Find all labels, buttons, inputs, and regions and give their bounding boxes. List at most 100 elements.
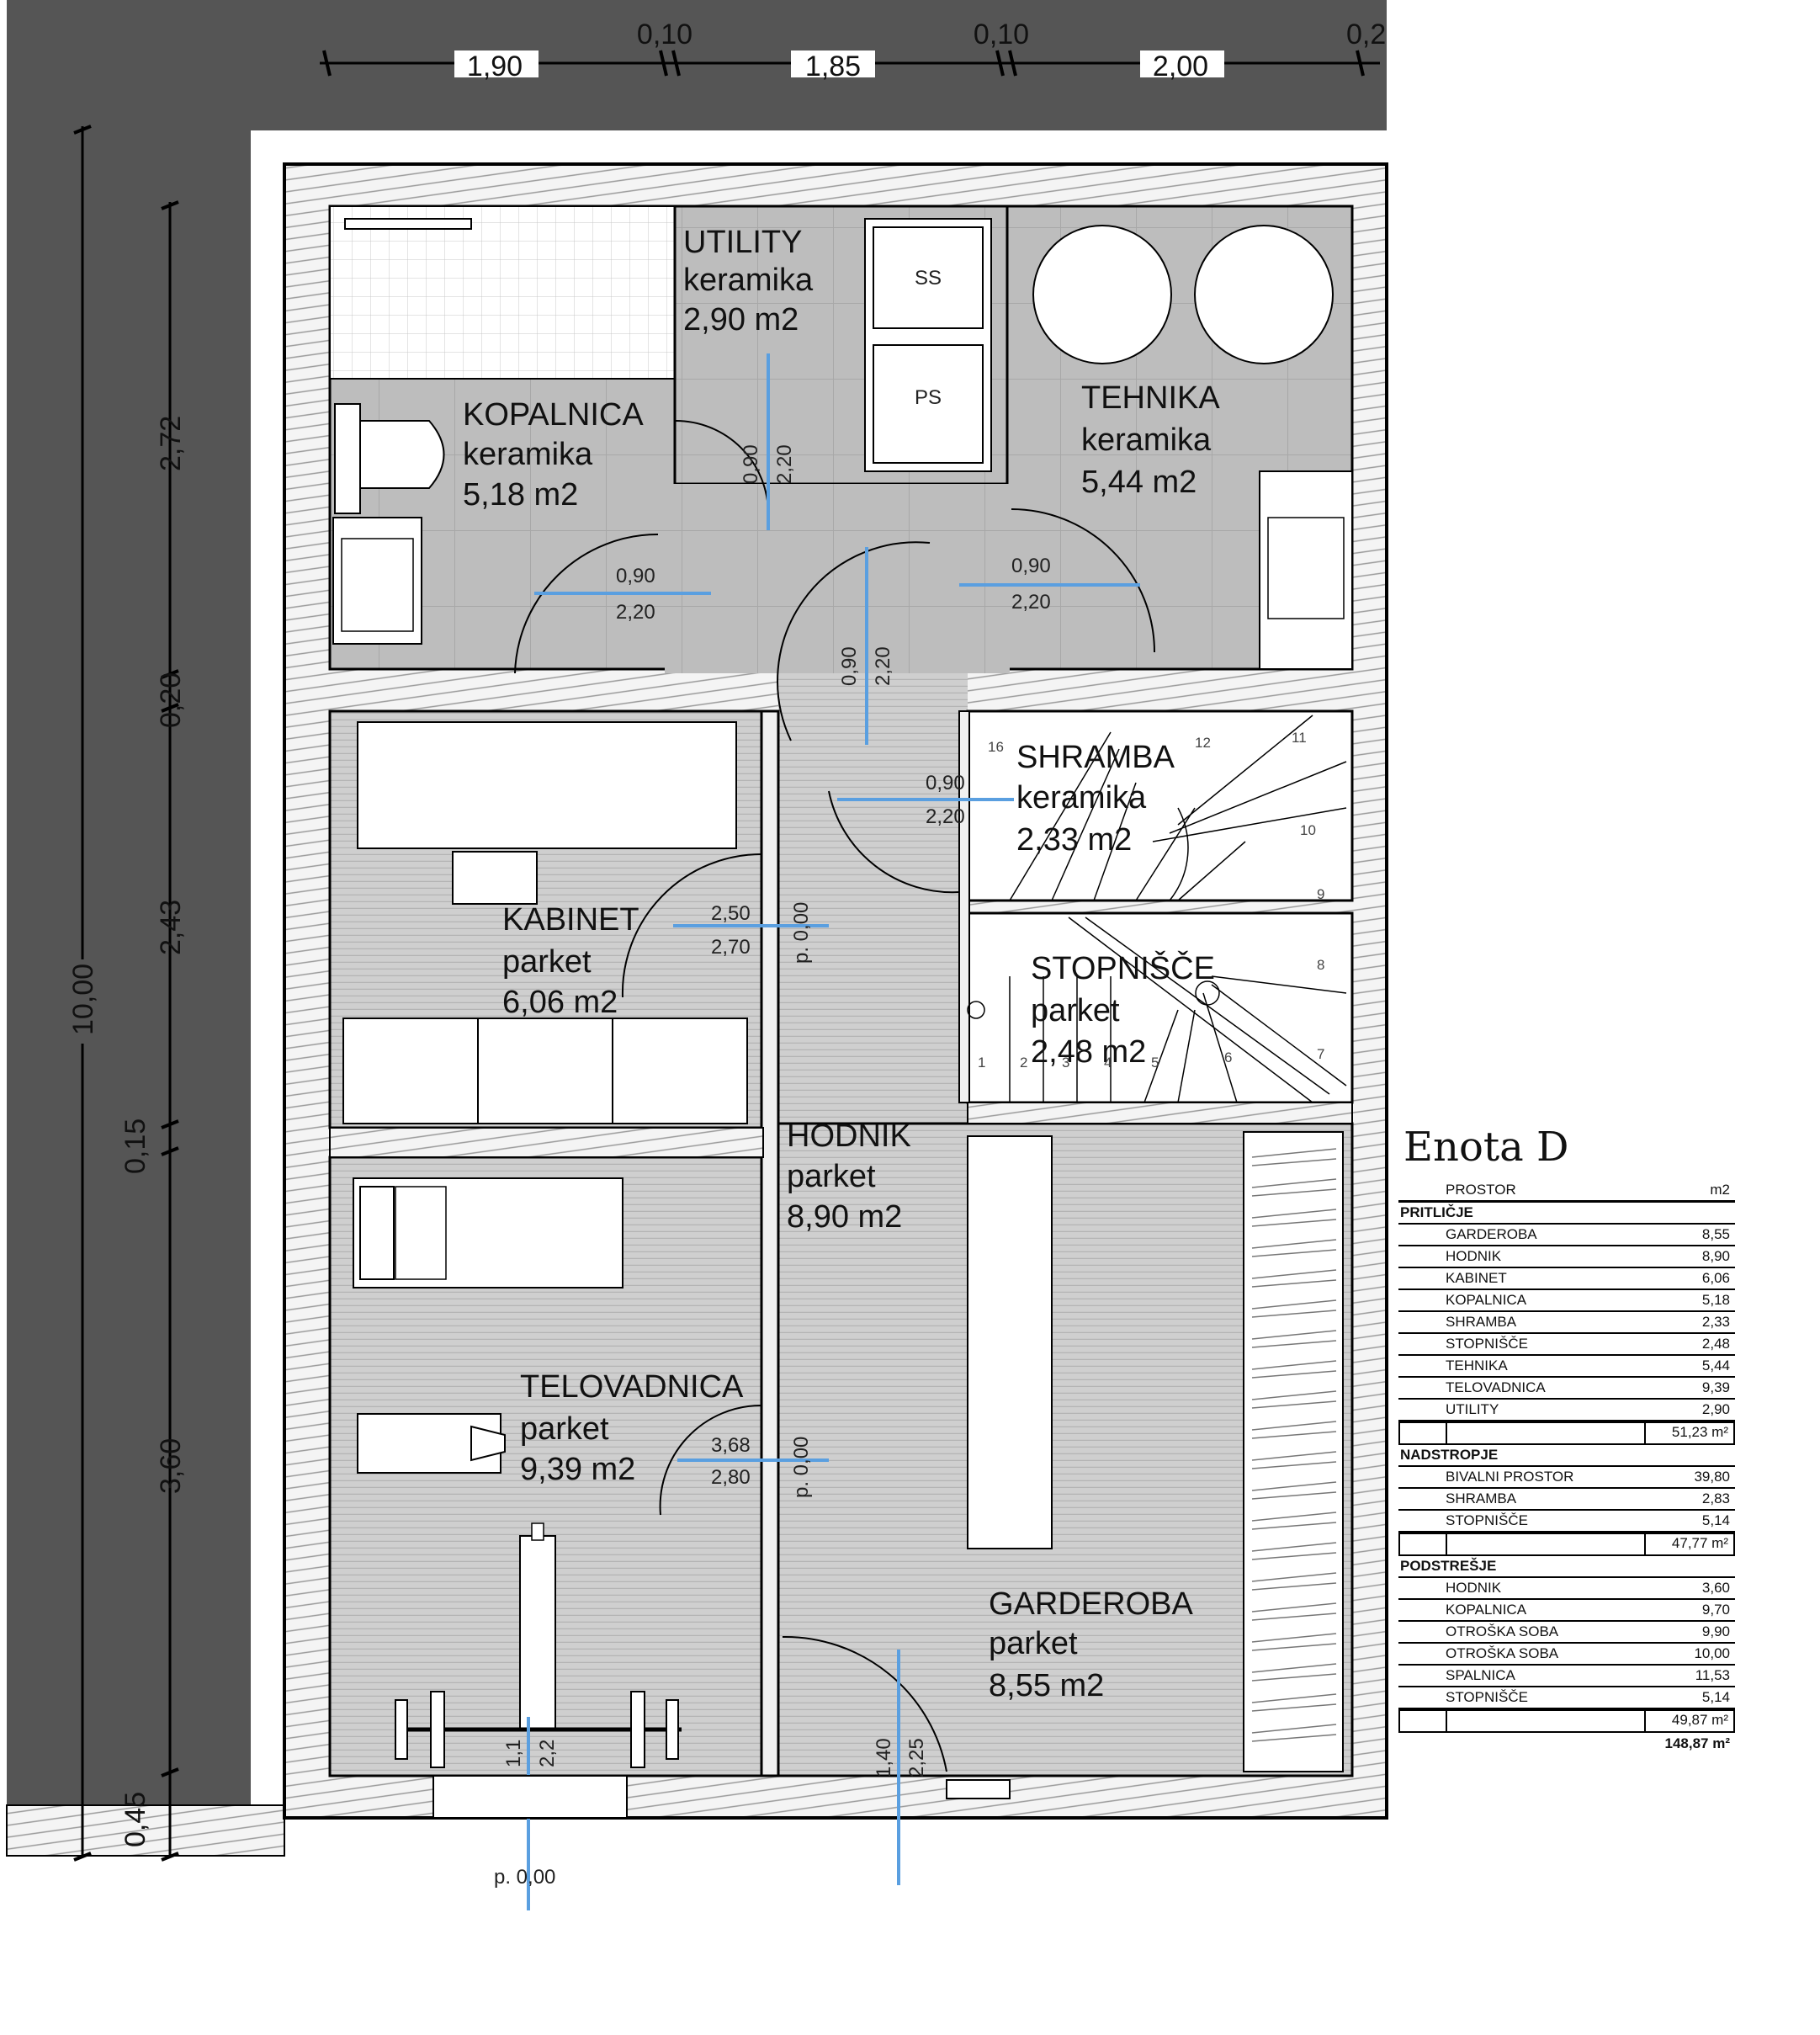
white-gap [251,130,1387,164]
schedule-grand-total: 148,87 m² [1664,1735,1731,1751]
room-name: SHRAMBA [1016,740,1175,775]
hall-top-floor [665,484,1010,673]
hanger-line [1251,1431,1337,1439]
door-dim: 0,90 [740,444,762,484]
schedule-room-area: 9,90 [1701,1623,1730,1639]
hanger-line [1251,1602,1337,1613]
hanger-line [1251,1703,1337,1712]
level-marker: p. 0,00 [790,902,813,964]
schedule-section-title: NADSTROPJE [1398,1445,1735,1467]
door-dim: 2,80 [711,1466,751,1489]
door-swings [514,420,1155,1772]
schedule-room-name: KOPALNICA [1446,1602,1527,1618]
room-floor: keramika [463,437,593,472]
room-shramba: SHRAMBA keramika 2,33 m2 [1016,740,1175,858]
treadmill-belt [395,1186,447,1280]
room-floor: keramika [683,263,814,298]
room-name: KABINET [502,902,639,938]
dim-left-1: 2,72 [155,416,187,471]
schedule-room-area: 8,90 [1701,1248,1730,1264]
room-area: 5,18 m2 [463,477,578,513]
door-dim: 0,90 [838,646,861,686]
schedule-room-area: 39,80 [1694,1469,1730,1485]
room-name: STOPNIŠČE [1031,949,1215,986]
room-name: UTILITY [683,225,802,260]
hanger-line [1251,1310,1337,1318]
room-name: HODNIK [787,1118,911,1154]
dim-left-6: 0,45 [119,1792,151,1847]
hanger-line [1251,1148,1337,1158]
dim-top-5: 2,00 [1153,50,1208,82]
dim-label-bg [67,959,98,1044]
hanger-line [1251,1421,1337,1431]
hanger-line [1251,1279,1337,1288]
appliance-ps [873,344,984,464]
schedule-room-name: GARDEROBA [1446,1226,1537,1242]
door-dim: 0,90 [616,565,655,587]
schedule-header: PROSTOR m2 [1398,1180,1735,1203]
entry-step [946,1779,1011,1799]
wall [958,710,970,1103]
bench-top [531,1522,544,1541]
room-name: TEHNIKA [1081,380,1220,416]
schedule-col-room: PROSTOR [1446,1182,1516,1198]
dim-top-2: 0,10 [637,19,692,50]
ps-label: PS [915,386,942,409]
hanger-line [1251,1219,1337,1227]
schedule-room-name: STOPNIŠČE [1446,1512,1528,1528]
level-marker: p. 0,00 [790,1437,813,1498]
treadmill-console [359,1186,395,1280]
shower-area [329,205,676,380]
room-area: 6,06 m2 [502,985,618,1020]
room-area: 5,44 m2 [1081,465,1197,500]
hanger-line [1251,1299,1337,1310]
room-utility: UTILITY keramika 2,90 m2 [683,225,814,337]
toilet-bowl [359,420,445,489]
tehnika-sink-inner [1267,517,1345,619]
room-area: 2,48 m2 [1031,1034,1146,1070]
appliance-ss [873,226,984,329]
schedule-room-name: SPALNICA [1446,1667,1515,1683]
door-dim: 2,20 [926,805,965,828]
barbell-plate [630,1691,645,1768]
washbasin-inner [341,538,414,632]
hanger-line [1251,1481,1337,1491]
hanger-line [1251,1522,1337,1530]
dim-left-4: 0,15 [119,1118,151,1174]
hanger-line [1251,1542,1337,1552]
hanger-line [1251,1663,1337,1673]
room-area: 8,90 m2 [787,1199,902,1235]
room-hodnik: HODNIK parket 8,90 m2 [787,1118,911,1235]
stair-step-number: 8 [1317,957,1324,973]
door-dim: 2,20 [1011,591,1051,614]
room-name: TELOVADNICA [520,1369,744,1405]
stair-step-number: 12 [1195,735,1211,751]
schedule-room-name: HODNIK [1446,1580,1502,1596]
schedule-room-area: 2,83 [1701,1490,1730,1506]
room-garderoba: GARDEROBA parket 8,55 m2 [989,1586,1193,1703]
hanger-line [1251,1209,1337,1219]
schedule-room-name: TELOVADNICA [1446,1379,1546,1395]
dim-top-1: 1,90 [467,50,523,82]
wardrobe-rack [1243,1131,1344,1772]
room-kopalnica: KOPALNICA keramika 5,18 m2 [463,397,644,513]
hanger-line [1251,1491,1337,1500]
door-dim: 2,2 [536,1740,559,1767]
door-dim: 1,40 [873,1738,895,1777]
schedule-title: Enota D [1403,1124,1569,1171]
schedule-section-title: PRITLIČJE [1398,1203,1735,1225]
hanger-line [1251,1340,1337,1348]
door-dim: 2,20 [872,646,894,686]
hanger-line [1251,1269,1337,1279]
ss-label: SS [915,267,942,290]
room-floor: keramika [1016,780,1147,816]
hanger-line [1251,1572,1337,1582]
hanger-line [1251,1239,1337,1249]
